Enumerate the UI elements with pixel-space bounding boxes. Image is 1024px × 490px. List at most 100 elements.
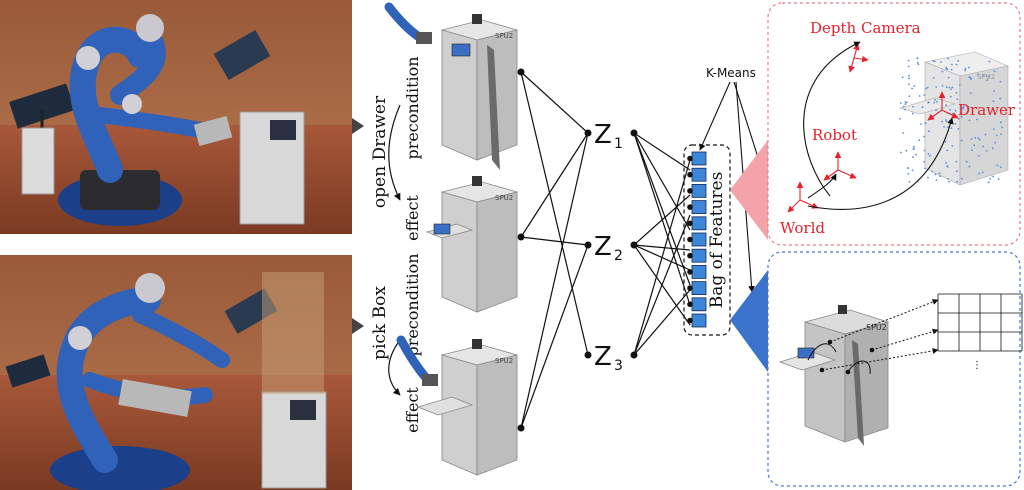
point-cloud-point <box>927 152 930 155</box>
point-cloud-point <box>907 59 910 62</box>
point-cloud-point <box>950 127 953 129</box>
point-cloud-point <box>901 76 904 79</box>
point-cloud-point <box>951 86 954 89</box>
point-cloud-point <box>992 175 994 178</box>
point-cloud-point <box>944 140 947 143</box>
point-cloud-point <box>923 135 925 138</box>
point-cloud-point <box>955 92 958 94</box>
point-cloud-point <box>949 108 952 111</box>
point-cloud-point <box>960 139 963 142</box>
point-cloud-point <box>945 119 947 121</box>
point-cloud-point <box>993 90 995 92</box>
point-cloud-point <box>908 180 911 183</box>
frame-label-depth-camera: Depth Camera <box>810 19 921 37</box>
point-cloud-point <box>968 165 971 168</box>
point-cloud-point <box>933 60 936 63</box>
point-cloud-point <box>902 105 905 108</box>
feature-slot-dot <box>687 171 693 178</box>
point-cloud-point <box>1000 133 1002 136</box>
point-cloud-point <box>923 149 926 152</box>
point-cloud-point <box>940 61 942 63</box>
point-cloud-point <box>946 149 949 152</box>
latent-letter: Z <box>594 120 612 150</box>
spu-cabinet-features: SPU2 <box>778 305 890 446</box>
latent-node-z2: Z 2 <box>594 232 623 264</box>
point-cloud-point <box>957 118 960 120</box>
robot-arm-icon <box>396 335 438 386</box>
point-cloud-point <box>923 160 925 163</box>
point-cloud-point <box>945 161 947 164</box>
point-cloud-point <box>947 57 949 60</box>
point-cloud-point <box>950 68 953 71</box>
bag-of-features-cells <box>687 151 707 328</box>
point-cloud-point <box>912 105 914 108</box>
point-cloud-point <box>924 122 927 125</box>
point-cloud-point <box>941 70 944 73</box>
point-cloud-point <box>977 137 980 139</box>
point-cloud-point <box>916 57 919 60</box>
point-cloud-point <box>963 105 965 107</box>
point-cloud-point <box>935 179 938 182</box>
point-cloud-point <box>928 101 930 103</box>
point-cloud-point <box>960 115 963 118</box>
point-cloud-point <box>934 99 936 101</box>
robot-figure <box>50 273 230 490</box>
point-cloud-point <box>974 137 977 139</box>
point-cloud-point <box>920 123 922 125</box>
point-cloud-point <box>951 144 954 147</box>
point-cloud-point <box>928 130 930 133</box>
point-cloud-point <box>908 74 910 77</box>
point-cloud-point <box>904 101 907 103</box>
grid-ellipsis: ⋮ <box>972 360 982 371</box>
point-cloud-point <box>939 175 941 178</box>
feature-slot <box>691 216 707 231</box>
point-cloud-point <box>956 98 959 101</box>
point-cloud-point <box>993 70 996 72</box>
point-cloud-point <box>954 123 957 125</box>
point-cloud-point <box>957 127 960 130</box>
point-cloud-point <box>970 138 973 140</box>
photo-pick-box <box>0 255 352 490</box>
robot-figure <box>58 14 233 226</box>
point-cloud-point <box>900 151 902 154</box>
point-cloud-point <box>949 95 952 98</box>
feature-slot-dot <box>687 317 693 324</box>
point-cloud-point <box>964 69 966 72</box>
point-cloud-point <box>908 83 910 86</box>
pink-connector-wedge <box>730 140 768 240</box>
spu-cabinet-effect-open-drawer: SPU2 <box>425 176 519 313</box>
point-cloud-point <box>917 63 920 66</box>
point-cloud-point <box>950 88 952 91</box>
feature-pointers <box>807 299 939 375</box>
spu-cabinet-precondition-open-drawer: SPU2 <box>440 14 519 170</box>
point-cloud-point <box>993 128 995 131</box>
feature-dots <box>819 339 875 375</box>
photo-open-drawer <box>0 0 352 234</box>
frame-transforms <box>803 41 954 210</box>
point-cloud-point <box>899 118 901 120</box>
point-cloud-point <box>955 160 958 163</box>
point-cloud-point <box>960 112 963 114</box>
point-cloud-point <box>973 144 976 147</box>
point-cloud-point <box>904 108 906 111</box>
transition-arrow-open-drawer <box>388 104 401 201</box>
feature-slot <box>691 183 707 198</box>
point-cloud-point <box>924 167 926 170</box>
point-cloud-point <box>913 85 916 87</box>
point-cloud-point <box>982 74 984 76</box>
point-cloud-point <box>907 172 910 175</box>
state-label-effect-1: effect <box>403 195 422 241</box>
action-label-pick-box: pick Box <box>370 286 390 360</box>
action-label-open-drawer: open Drawer <box>370 95 390 208</box>
blue-connector-wedge <box>730 270 768 372</box>
feature-slot-dot <box>687 155 693 162</box>
point-cloud-point <box>934 173 937 176</box>
state-label-precondition-2: precondition <box>403 253 422 356</box>
feature-slot-dot <box>687 252 693 259</box>
point-cloud-point <box>970 78 972 80</box>
point-cloud-point <box>948 180 950 183</box>
point-cloud-point <box>969 76 972 79</box>
point-cloud-point <box>954 109 957 112</box>
